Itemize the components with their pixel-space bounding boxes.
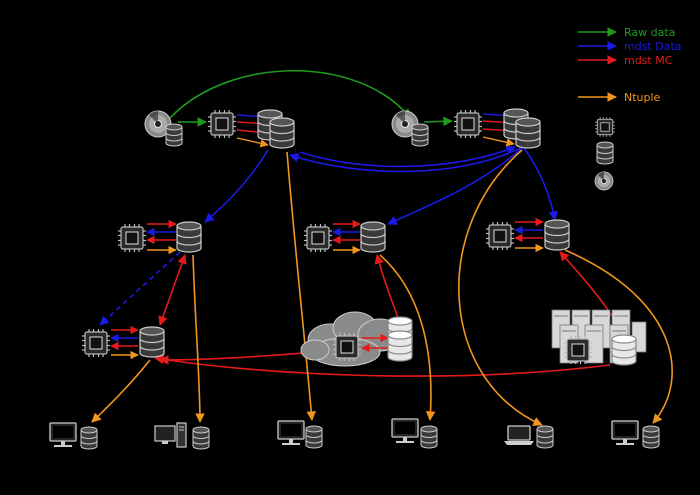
tape-disk-icon (594, 171, 614, 191)
database-icon (139, 326, 165, 358)
tier0-site-left (144, 109, 295, 149)
ntuple-tier2-mid-down (379, 254, 436, 421)
database-icon (642, 425, 660, 449)
cloud-site (300, 311, 413, 367)
database-icon (192, 426, 210, 450)
tier3-site (81, 325, 165, 360)
legend-item-mdst-mc: mdst MC (578, 54, 673, 67)
legend-label-ntuple: Ntuple (624, 91, 661, 104)
user-laptop (503, 425, 554, 449)
user-desktop-2 (154, 422, 210, 450)
ntuple-tier2-right-down (564, 249, 673, 424)
mdst-data-arc-center (289, 147, 521, 173)
database-icon (536, 425, 554, 449)
legend-item-raw-data: Raw data (578, 26, 675, 39)
database-icon (80, 426, 98, 450)
end-users (49, 418, 660, 450)
mdst-data-to-right-tier2 (523, 147, 559, 221)
cpu-icon (485, 221, 515, 251)
database-icon (387, 330, 413, 362)
database-icon (165, 123, 183, 147)
legend-item-ntuple: Ntuple (578, 91, 661, 104)
cpu-icon (303, 223, 333, 253)
database-icon (269, 117, 295, 149)
cpu-icon (594, 116, 616, 138)
mdst-mc-left-updown (158, 254, 187, 326)
cpu-icon (117, 223, 147, 253)
user-desktop-5 (611, 420, 660, 449)
desktop-icon (611, 420, 639, 446)
database-icon (360, 221, 386, 253)
ntuple-top2-to-laptop (458, 149, 543, 426)
legend-label-mdst-mc: mdst MC (624, 54, 673, 67)
desktop-icon (49, 422, 77, 448)
database-icon (420, 425, 438, 449)
mdst-data-to-mid-tier2 (387, 147, 523, 225)
legend-item-mdst-data: mdst Data (578, 40, 682, 53)
mdst-mc-mid-cloud (374, 254, 399, 319)
cpu-icon (81, 328, 111, 358)
mdst-data-arc-center-back (299, 145, 516, 168)
database-icon (596, 141, 614, 165)
database-icon (544, 219, 570, 251)
mdst-data-to-tier3 (99, 251, 181, 326)
tier0-site-right (391, 108, 541, 149)
ntuple-tier2-left-down (192, 254, 205, 423)
mdst-mc-grid-to-tier3 (154, 354, 611, 377)
cpu-icon (563, 335, 593, 365)
legend-label-raw-data: Raw data (624, 26, 675, 39)
cpu-icon (332, 332, 362, 362)
database-icon (411, 123, 429, 147)
laptop-icon (503, 425, 535, 446)
grid-site (551, 309, 647, 366)
database-icon (611, 334, 637, 366)
cpu-icon (453, 109, 483, 139)
legend-label-mdst-data: mdst Data (624, 40, 682, 53)
user-desktop-4 (391, 418, 438, 449)
ntuple-tier3-down (91, 359, 151, 423)
legend: Raw data mdst Data mdst MC Ntuple (578, 26, 682, 191)
tier2-site-left (117, 219, 202, 255)
database-icon (305, 425, 323, 449)
desktop-icon (391, 418, 419, 444)
tier2-site-middle (303, 219, 386, 255)
user-desktop-3 (277, 420, 323, 449)
raw-data-arc-top (169, 69, 411, 119)
raw-data-flow-2 (423, 116, 453, 127)
ntuple-top1-to-desktop (286, 151, 317, 421)
cpu-icon (207, 109, 237, 139)
database-icon (176, 221, 202, 253)
database-icon (515, 117, 541, 149)
mdst-data-to-left-tier2 (204, 149, 269, 223)
connections (91, 69, 673, 426)
desktop-icon (154, 422, 187, 448)
tier2-site-right (485, 217, 570, 253)
user-desktop-1 (49, 422, 98, 450)
desktop-icon (277, 420, 305, 446)
